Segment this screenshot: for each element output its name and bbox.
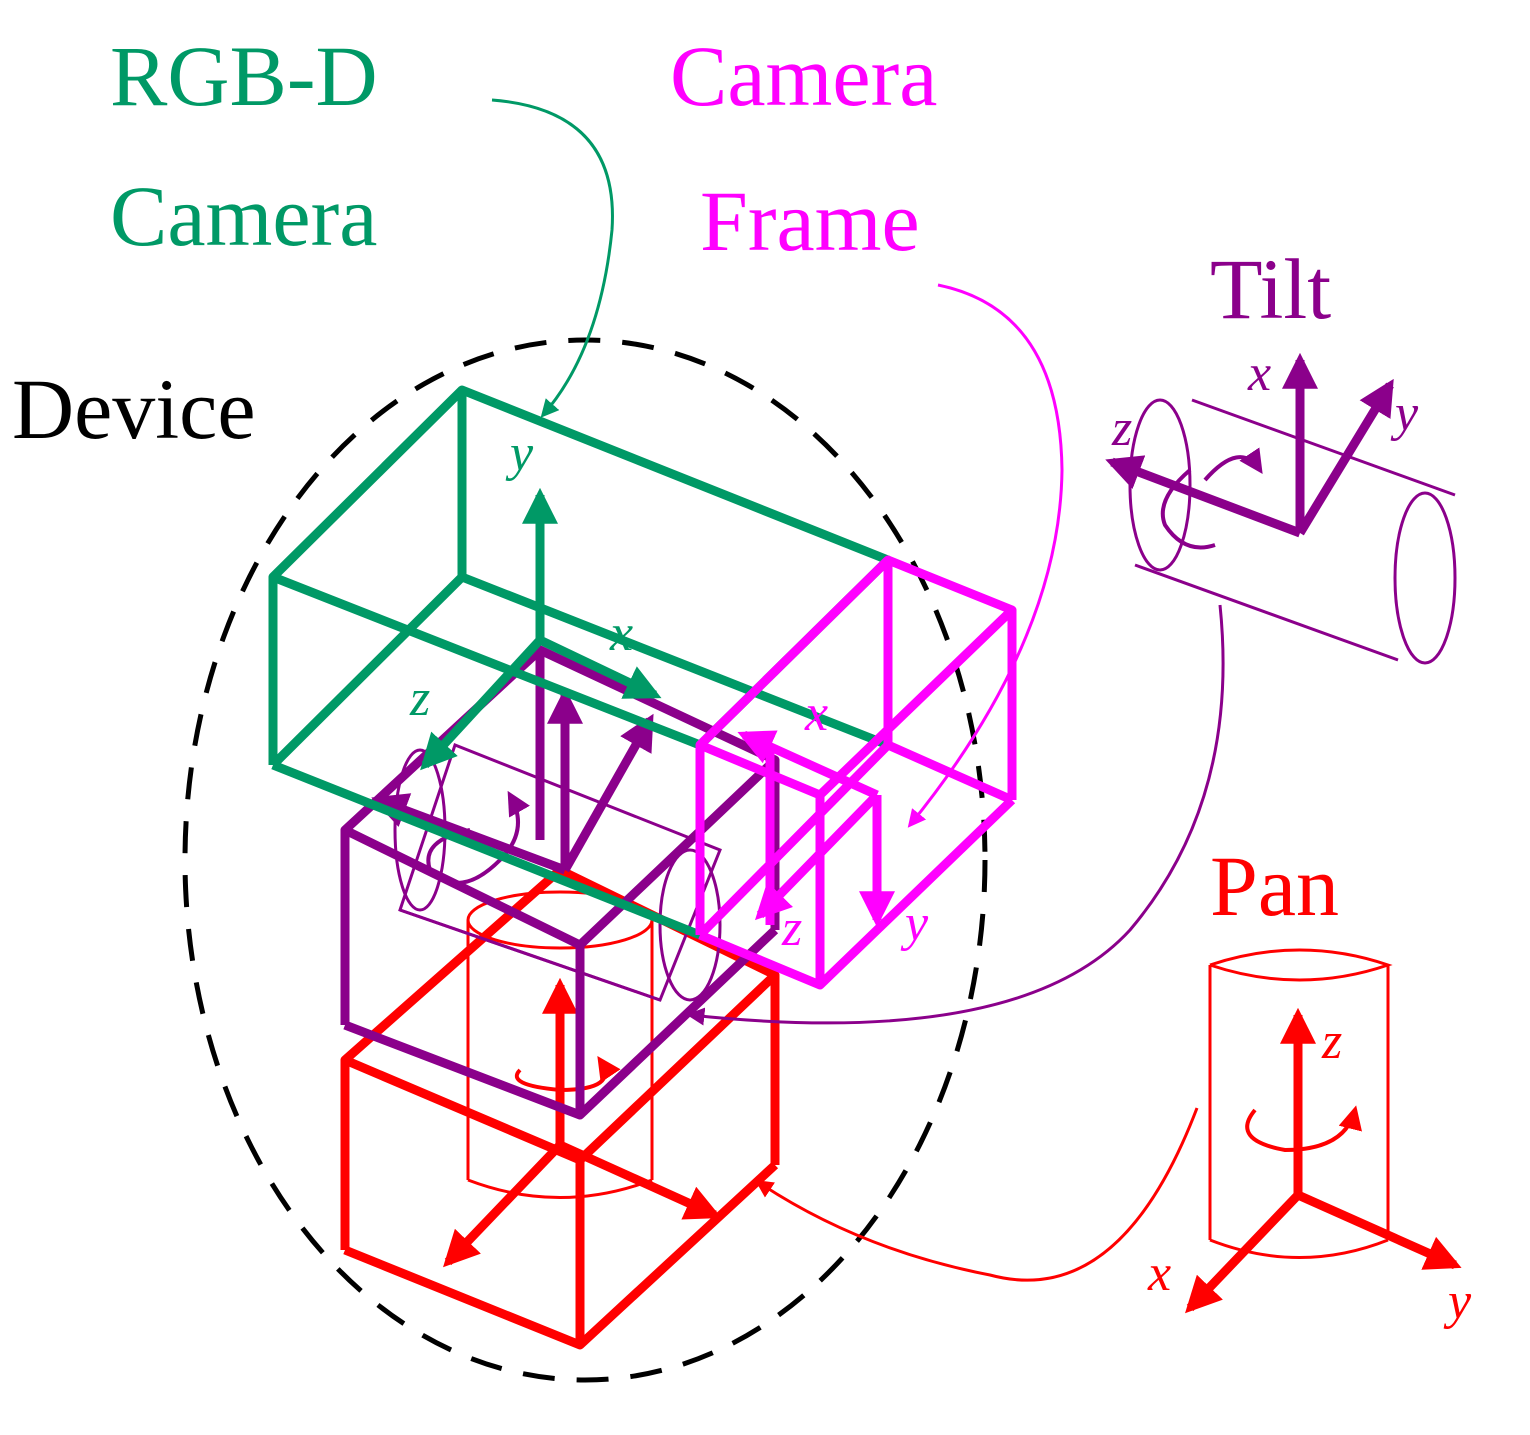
rgbd-camera-box-icon xyxy=(268,385,893,940)
frame-leader-line xyxy=(907,283,1064,828)
pan-cylinder-icon xyxy=(1185,948,1462,1314)
device-label: Device xyxy=(12,361,256,457)
tilt-axis-y-label: y xyxy=(1390,385,1419,442)
rgbd-axis-y-label: y xyxy=(505,425,534,482)
frame-axis-y-label: y xyxy=(900,895,929,952)
pan-label: Pan xyxy=(1210,838,1339,934)
frame-axis-z-label: z xyxy=(781,900,802,957)
tilt-axis-z-label: z xyxy=(1111,400,1132,457)
frame-axis-x-label: x xyxy=(804,685,828,742)
rgbd-label-line1: RGB-D xyxy=(110,28,378,124)
rgbd-label-line2: Camera xyxy=(110,168,377,264)
frame-label-line1: Camera xyxy=(670,28,937,124)
frame-label-line2: Frame xyxy=(700,173,920,269)
rgbd-axis-z-label: z xyxy=(409,670,430,727)
pan-axis-z-label: z xyxy=(1321,1013,1342,1070)
pan-axis-x-label: x xyxy=(1147,1245,1171,1302)
device-boundary-ellipse xyxy=(182,337,988,1383)
tilt-leader-line xyxy=(686,604,1225,1026)
rgbd-leader-line xyxy=(491,98,614,418)
pan-leader-line xyxy=(755,1107,1199,1282)
tilt-label: Tilt xyxy=(1210,241,1331,337)
pan-box-icon xyxy=(340,865,780,1350)
tilt-axis-x-label: x xyxy=(1247,345,1271,402)
camera-frame-box-icon xyxy=(695,555,1017,990)
pan-axis-y-label: y xyxy=(1443,1273,1472,1330)
rgbd-axis-x-label: x xyxy=(609,605,633,662)
tilt-cylinder-icon xyxy=(1105,352,1457,665)
